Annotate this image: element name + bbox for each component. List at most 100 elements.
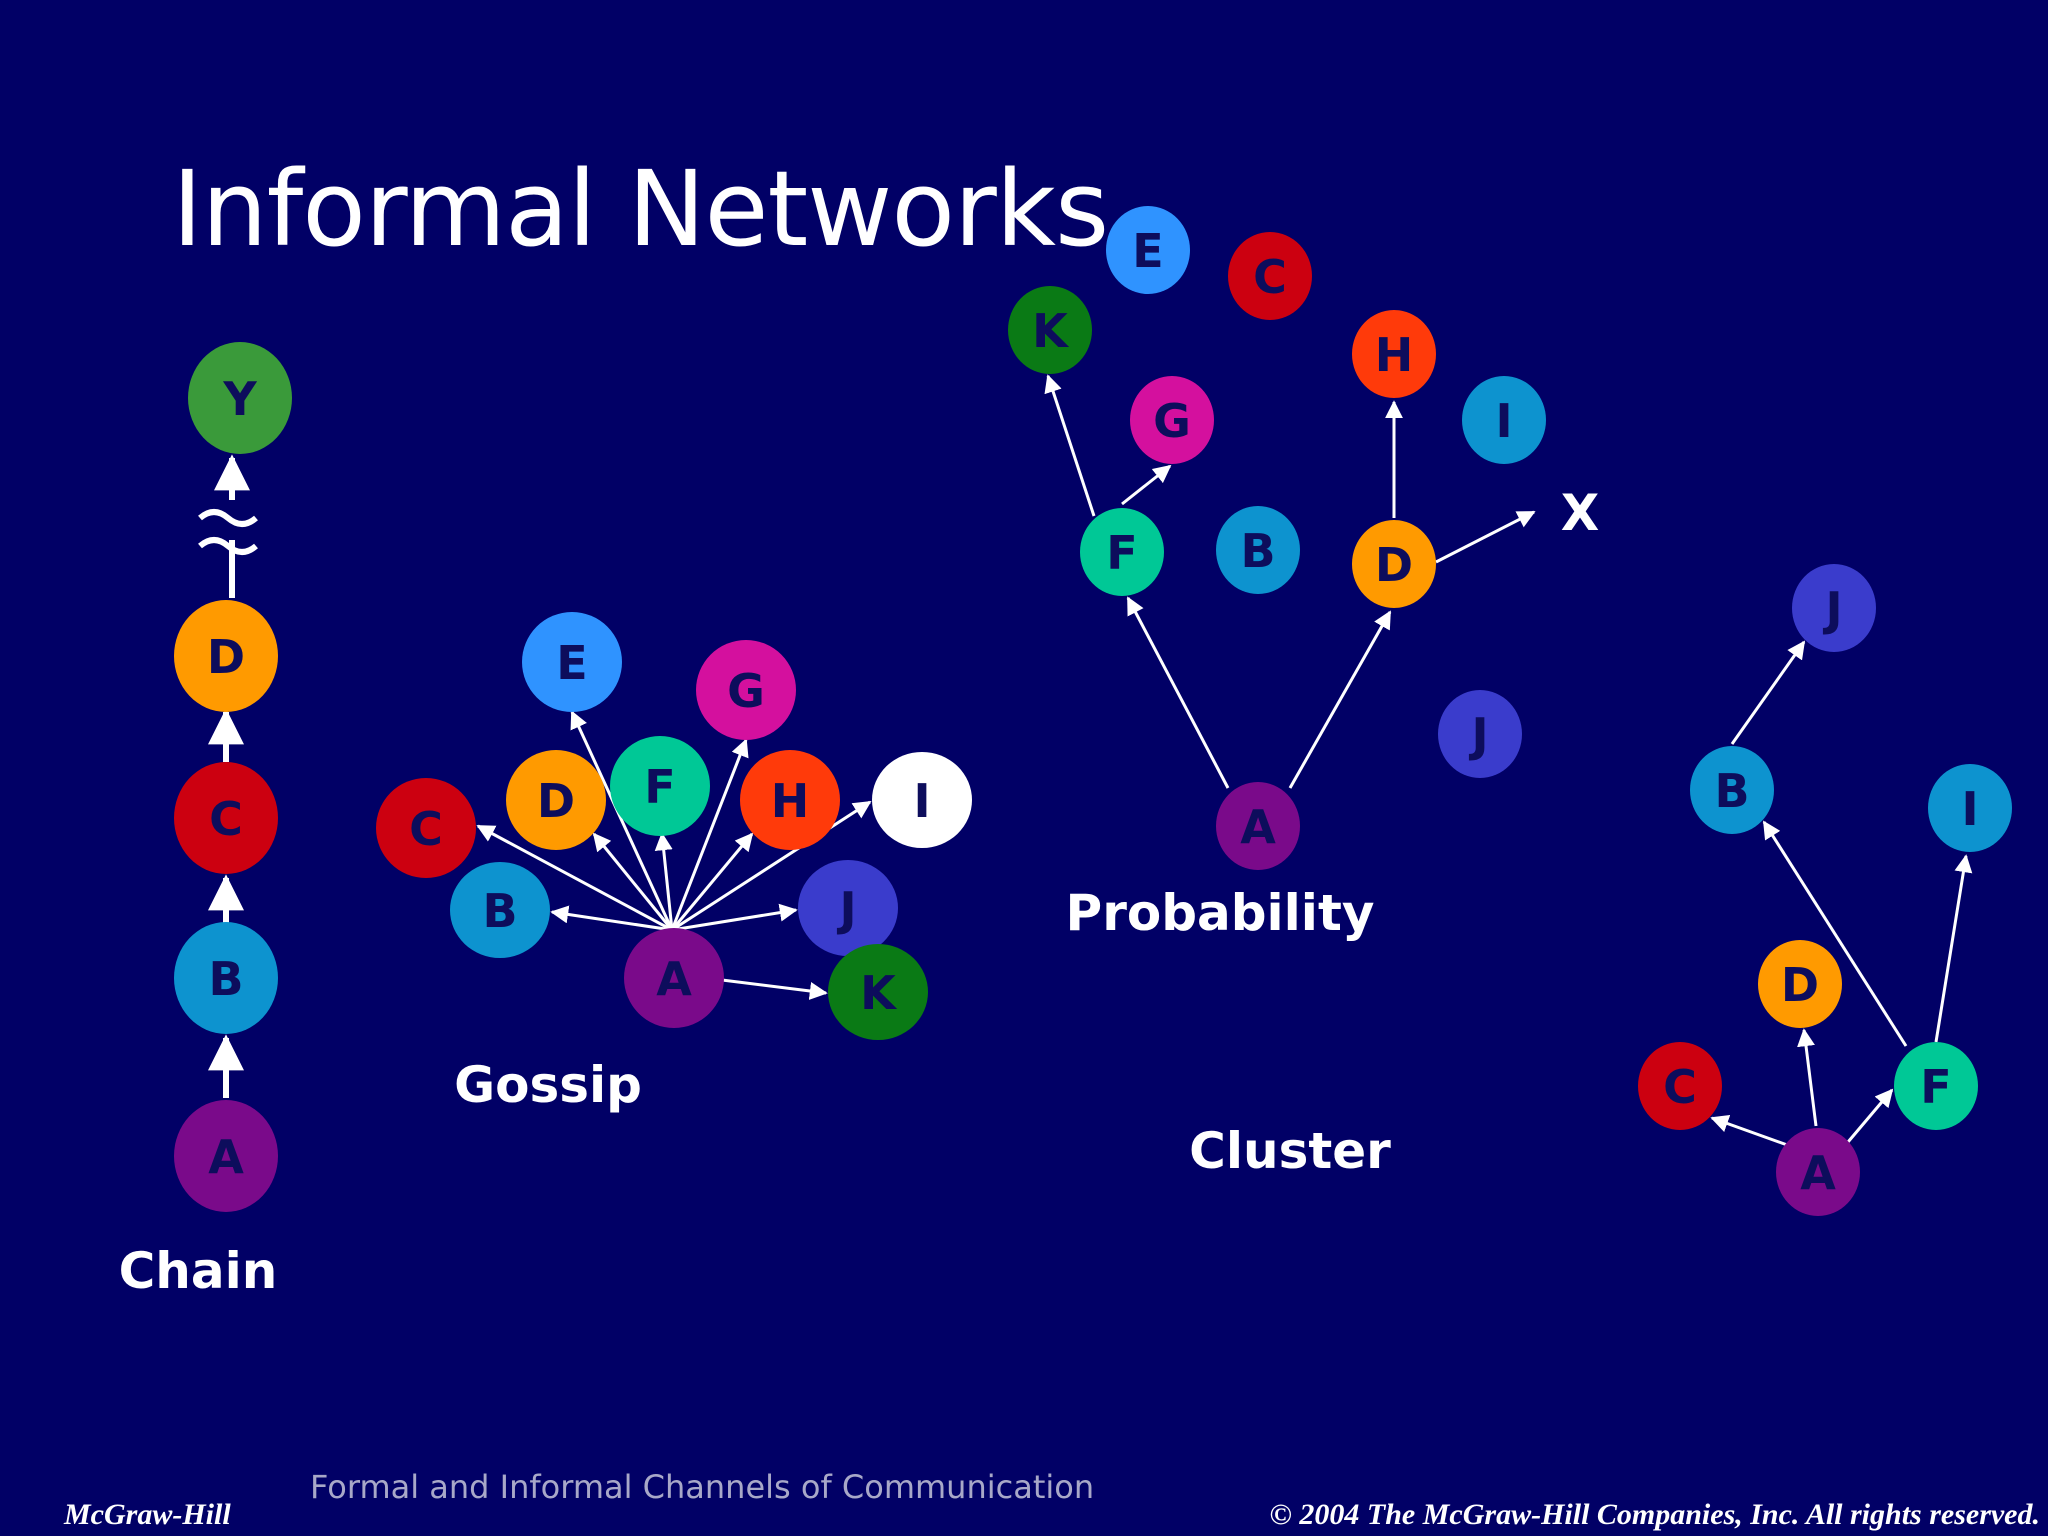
- cluster-node-c-label: C: [1663, 1060, 1697, 1114]
- gossip-node-g-label: G: [727, 664, 765, 718]
- probability-node-g: G: [1130, 376, 1214, 464]
- chain-node-c: C: [174, 762, 278, 874]
- probability-node-d: D: [1352, 520, 1436, 608]
- probability-node-j-label: J: [1468, 708, 1488, 762]
- probability-edge-d-x: [1435, 510, 1536, 564]
- gossip-node-c: C: [376, 778, 476, 878]
- cluster-node-b-label: B: [1714, 764, 1749, 818]
- probability-terminal-x: X: [1561, 484, 1600, 542]
- chain-node-y: Y: [188, 342, 292, 454]
- gossip-node-a-label: A: [656, 952, 692, 1006]
- gossip-label: Gossip: [454, 1056, 642, 1114]
- probability-node-a-label: A: [1240, 800, 1276, 854]
- gossip-edge-a-e: [570, 710, 674, 931]
- gossip-edge-a-b: [550, 905, 673, 932]
- gossip-edge-a-d: [592, 832, 674, 931]
- cluster-node-d: D: [1758, 940, 1842, 1028]
- probability-node-f-label: F: [1106, 526, 1137, 580]
- chain-node-d-label: D: [207, 630, 245, 684]
- gossip-network: E G C D F H I B J A K Gossip: [376, 612, 972, 1114]
- probability-node-d-label: D: [1375, 538, 1413, 592]
- cluster-node-f-label: F: [1920, 1060, 1951, 1114]
- chain-node-y-label: Y: [222, 372, 257, 426]
- gossip-edge-a-k: [721, 978, 828, 1000]
- probability-node-e-label: E: [1132, 224, 1163, 278]
- probability-node-c: C: [1228, 232, 1312, 320]
- gossip-node-d: D: [506, 750, 606, 850]
- gossip-node-b: B: [450, 862, 550, 958]
- probability-edge-f-g: [1121, 464, 1172, 506]
- probability-node-g-label: G: [1153, 394, 1191, 448]
- gossip-node-e: E: [522, 612, 622, 712]
- cluster-node-a-label: A: [1800, 1146, 1836, 1200]
- gossip-node-b-label: B: [482, 884, 517, 938]
- gossip-edge-a-g: [670, 738, 749, 931]
- gossip-edge-a-j: [671, 903, 798, 932]
- chain-node-c-label: C: [209, 792, 243, 846]
- gossip-node-h: H: [740, 750, 840, 850]
- cluster-node-b: B: [1690, 746, 1774, 834]
- probability-node-j: J: [1438, 690, 1522, 778]
- chain-node-d: D: [174, 600, 278, 712]
- probability-node-k-label: K: [1032, 304, 1070, 358]
- gossip-node-a: A: [624, 928, 724, 1028]
- gossip-node-k: K: [828, 944, 928, 1040]
- cluster-node-f: F: [1894, 1042, 1978, 1130]
- gossip-node-d-label: D: [537, 774, 575, 828]
- probability-node-b-label: B: [1240, 524, 1275, 578]
- gossip-node-i-label: I: [913, 774, 930, 828]
- probability-node-i-label: I: [1495, 394, 1512, 448]
- cluster-node-a: A: [1776, 1128, 1860, 1216]
- cluster-node-d-label: D: [1781, 958, 1819, 1012]
- probability-node-h-label: H: [1375, 328, 1414, 382]
- gossip-edge-a-f: [654, 832, 674, 931]
- chain-label: Chain: [119, 1242, 278, 1300]
- probability-label: Probability: [1066, 884, 1375, 942]
- chain-node-b: B: [174, 922, 278, 1034]
- chain-node-b-label: B: [208, 952, 243, 1006]
- footer-publisher: McGraw-Hill: [64, 1498, 231, 1531]
- gossip-edge-a-c: [476, 824, 673, 932]
- probability-edge-a-f: [1126, 596, 1230, 789]
- gossip-node-h-label: H: [771, 774, 810, 828]
- footer-copyright: © 2004 The McGraw-Hill Companies, Inc. A…: [1269, 1498, 2041, 1531]
- cluster-node-j: J: [1792, 564, 1876, 652]
- gossip-node-g: G: [696, 640, 796, 740]
- cluster-node-j-label: J: [1822, 582, 1842, 636]
- chain-break-mark-lower: [198, 537, 258, 555]
- gossip-node-f-label: F: [644, 760, 675, 814]
- chain-network: Y D C B A Chain: [119, 342, 292, 1300]
- probability-node-i: I: [1462, 376, 1546, 464]
- gossip-node-k-label: K: [860, 966, 898, 1020]
- gossip-edge-a-h: [670, 832, 754, 931]
- cluster-edge-b-j: [1730, 640, 1806, 745]
- cluster-edge-a-c: [1710, 1115, 1791, 1148]
- cluster-edge-f-i: [1934, 854, 1973, 1043]
- gossip-node-j-label: J: [836, 882, 856, 936]
- cluster-node-i: I: [1928, 764, 2012, 852]
- slide-title: Informal Networks: [172, 148, 1109, 270]
- cluster-network: J B I D C F A Cluster: [1189, 564, 2012, 1216]
- gossip-node-e-label: E: [556, 636, 587, 690]
- gossip-edge-a-i: [671, 800, 872, 932]
- cluster-label: Cluster: [1189, 1122, 1391, 1180]
- probability-node-h: H: [1352, 310, 1436, 398]
- probability-node-a: A: [1216, 782, 1300, 870]
- gossip-node-f: F: [610, 736, 710, 836]
- gossip-node-c-label: C: [409, 802, 443, 856]
- gossip-node-i: I: [872, 752, 972, 848]
- cluster-edge-a-f: [1846, 1088, 1894, 1143]
- probability-node-e: E: [1106, 206, 1190, 294]
- probability-edge-f-k: [1044, 374, 1096, 517]
- cluster-node-c: C: [1638, 1042, 1722, 1130]
- cluster-edge-a-d: [1797, 1028, 1818, 1127]
- chain-node-a-label: A: [208, 1130, 244, 1184]
- probability-edge-a-d: [1288, 610, 1392, 789]
- probability-network: E C K H G I F B D J A X Probability: [1008, 206, 1599, 942]
- gossip-node-j: J: [798, 860, 898, 956]
- probability-node-k: K: [1008, 286, 1092, 374]
- cluster-edge-f-b: [1762, 820, 1908, 1047]
- probability-node-c-label: C: [1253, 250, 1287, 304]
- chain-break-mark-upper: [198, 509, 258, 527]
